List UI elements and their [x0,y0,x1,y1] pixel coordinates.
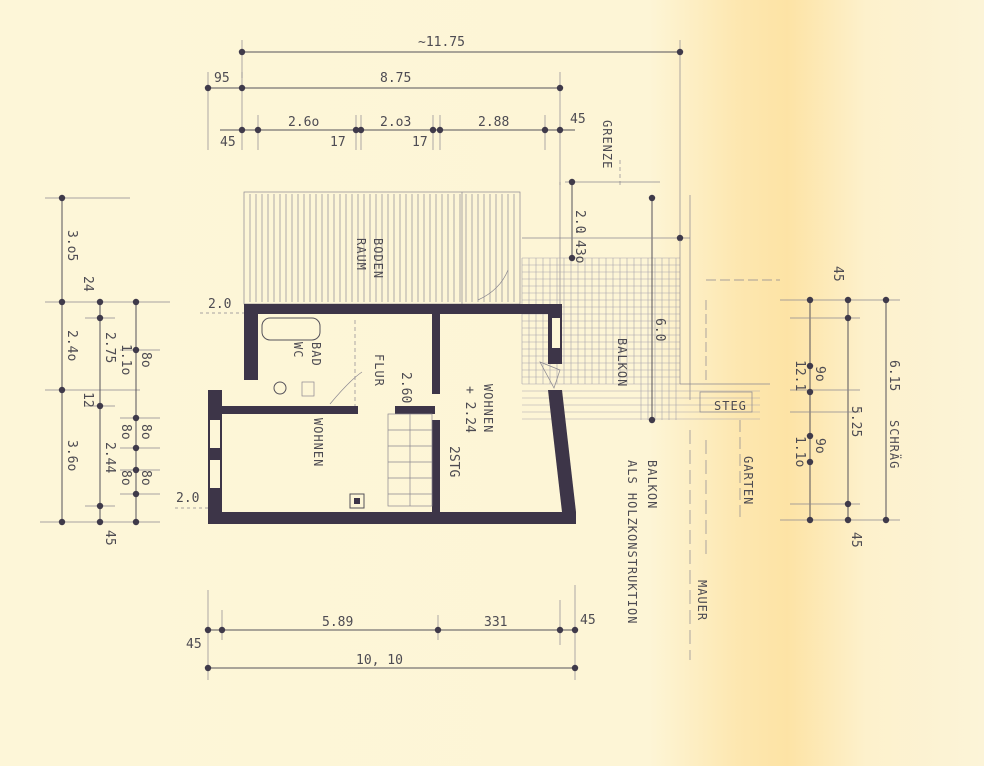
dim-balkon-dot-sep: . [572,228,587,236]
bathtub-icon [261,317,321,341]
left-dimension-lines [40,197,170,523]
label-wc: WC [291,342,305,358]
label-balkon-holz: BALKON [645,460,659,509]
dim-balkon-20: 2.0 [572,210,587,233]
dim-left-24: 24 [80,276,95,292]
walls [208,304,576,524]
dim-top-total: ~11.75 [418,35,465,50]
dim-right-90-a: 9o [812,366,827,382]
level-bottom: 2.0 [176,491,199,506]
dim-balkon-60: 6.0 [652,318,667,341]
dim-left-244: 2.44 [102,442,117,473]
dim-right-45-bottom: 45 [848,532,863,548]
dim-bottom-45-left: 45 [186,637,202,652]
label-garten: GARTEN [741,456,755,505]
dim-top-17-b: 17 [412,135,428,150]
dim-left-240: 2.4o [64,330,79,361]
dim-bottom-45-right: 45 [580,613,596,628]
label-wohnen-upper: WOHNEN [481,384,495,433]
label-balkon: BALKON [615,338,629,387]
dim-left-305: 3.o5 [64,230,79,261]
dim-top-260: 2.6o [288,115,319,130]
dim-right-90-b: 9o [812,438,827,454]
label-steg: STEG [714,399,747,413]
label-raum: RAUM [354,238,368,271]
dim-top-95: 95 [214,71,230,86]
sink-icon [301,381,315,397]
level-top: 2.0 [208,297,231,312]
dim-top-45-left: 45 [220,135,236,150]
chimney-icon [349,493,365,509]
dim-bottom-331: 331 [484,615,507,630]
label-schraeg: SCHRÄG [887,420,902,469]
dim-left-80-d: 8o [118,470,133,486]
label-holzkonstruktion: ALS HOLZKONSTRUKTION [625,460,639,625]
label-boden: BODEN [371,238,385,279]
dim-left-110: 1.1o [118,344,133,375]
dim-steps: 2STG [446,446,461,477]
dim-bottom-589: 5.89 [322,615,353,630]
dim-right-525: 5.25 [848,406,863,437]
dim-top-875: 8.75 [380,71,411,86]
balcony-grid [521,257,760,420]
label-wohnen-level: + 2.24 [462,386,477,433]
staircase [387,413,433,507]
dim-balkon-430: 43o [572,240,587,263]
dim-left-275: 2.75 [102,332,117,363]
dim-bottom-1010: 10, 10 [356,653,403,668]
dim-flur-260: 2.60 [398,372,413,403]
left-dimension-dots [58,194,140,526]
label-flur: FLUR [372,354,386,387]
toilet-icon [273,381,287,395]
dim-top-203: 2.o3 [380,115,411,130]
dim-top-45-right: 45 [570,112,586,127]
dim-top-288: 2.88 [478,115,509,130]
right-dimension-lines [780,299,900,521]
label-bad: BAD [309,342,323,367]
dim-right-110: 1.1o [792,436,807,467]
label-mauer: MAUER [695,580,709,621]
bottom-dimension-dots [204,626,579,672]
dim-left-80-a: 8o [138,352,153,368]
dim-left-80-b: 8o [118,424,133,440]
dim-left-12: 12 [80,392,95,408]
dim-left-80-c: 8o [138,424,153,440]
dim-right-615: 6.15 [886,360,901,391]
label-wohnen-lower: WOHNEN [311,418,325,467]
dim-top-17-a: 17 [330,135,346,150]
dim-left-80-e: 8o [138,470,153,486]
top-dimension-dots [204,48,684,134]
dim-right-45-top: 45 [830,266,845,282]
dim-left-360: 3.6o [64,440,79,471]
dim-right-121: 12.1 [792,360,807,391]
attic-hatching [249,194,515,302]
label-grenze: GRENZE [600,120,614,169]
dim-left-45: 45 [102,530,117,546]
right-dimension-dots [806,296,890,524]
